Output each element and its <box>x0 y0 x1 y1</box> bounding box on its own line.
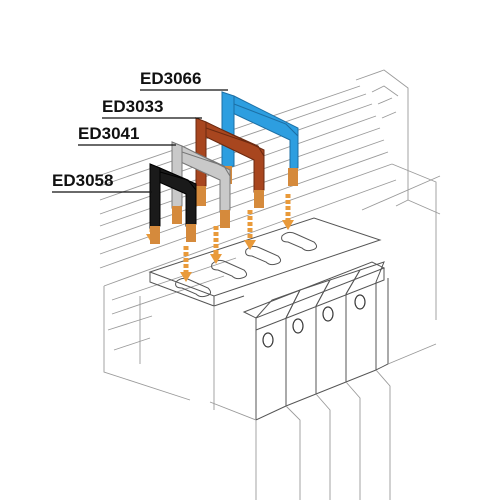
label-bottom-text: ED3058 <box>52 171 113 190</box>
label-top: ED3066 <box>140 69 228 91</box>
arrow-down-icon <box>282 194 294 230</box>
label-second-text: ED3033 <box>102 97 163 116</box>
arrow-down-icon <box>210 226 222 264</box>
breaker-modules <box>209 261 437 500</box>
label-third: ED3041 <box>78 124 176 146</box>
arrow-down-icon <box>244 210 256 250</box>
label-bottom: ED3058 <box>52 171 152 193</box>
arrow-down-icon <box>180 246 192 282</box>
label-top-text: ED3066 <box>140 69 201 88</box>
label-second: ED3033 <box>102 97 202 119</box>
busbar-jumper-black <box>149 163 197 244</box>
label-third-text: ED3041 <box>78 124 139 143</box>
base-plate <box>148 217 382 307</box>
rail-background <box>97 69 441 401</box>
